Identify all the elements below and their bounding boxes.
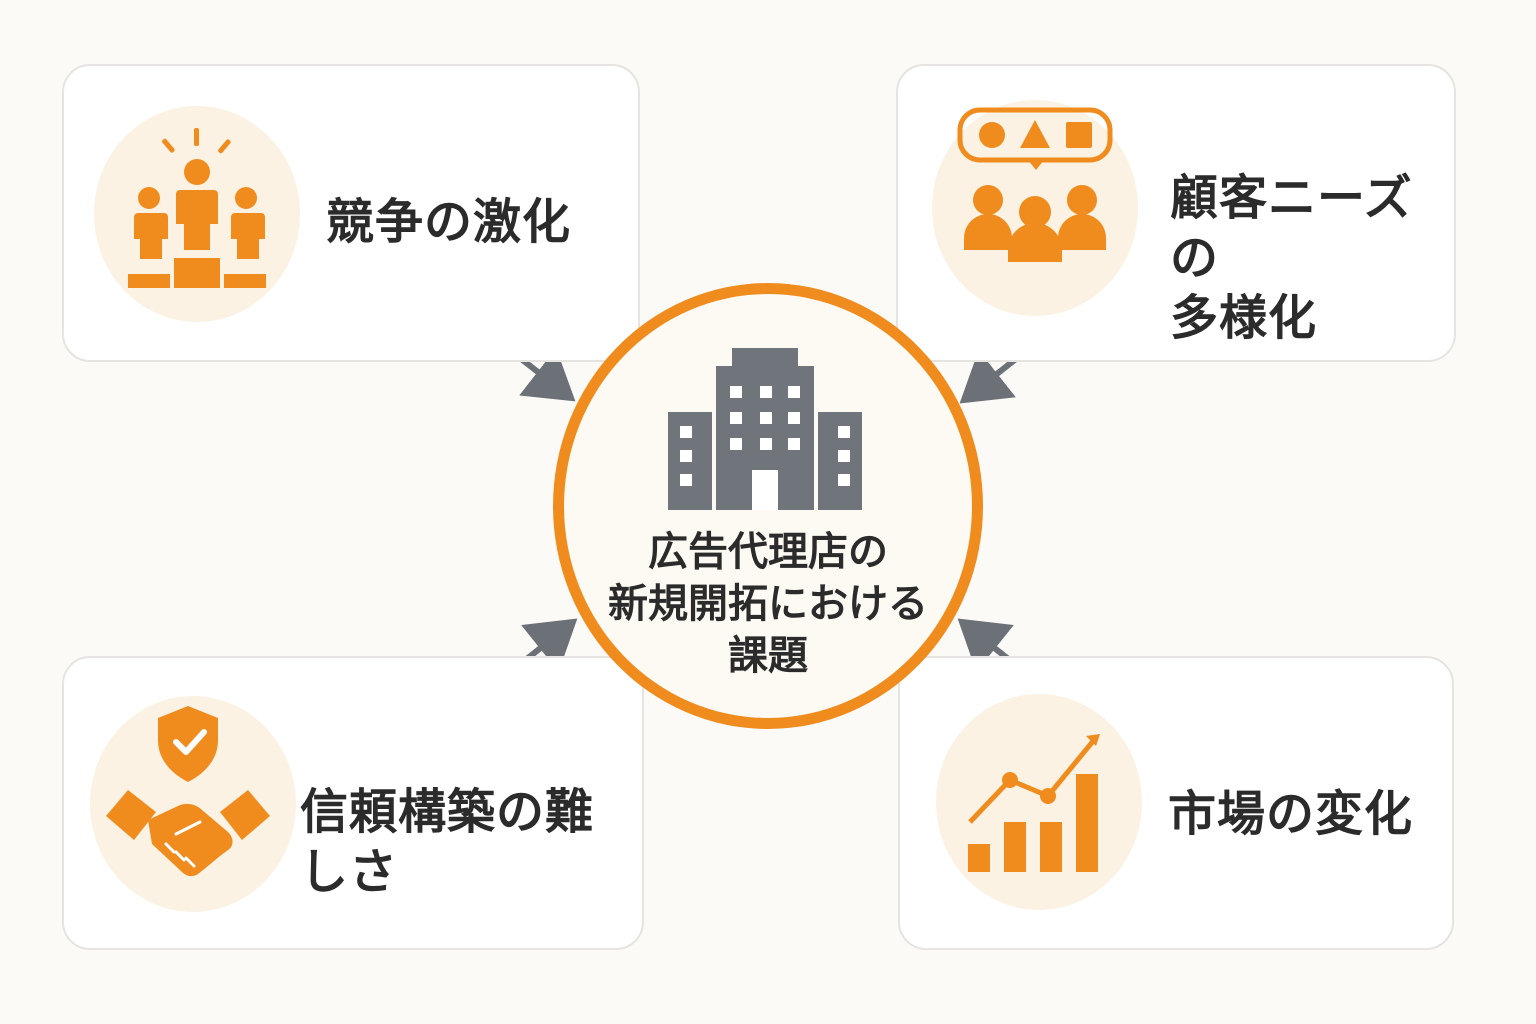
- handshake-shield-icon: [90, 696, 296, 912]
- competition-podium-icon: [94, 106, 300, 322]
- challenge-label: 競争の激化: [326, 194, 572, 250]
- diverse-customers-icon: [932, 100, 1138, 316]
- challenge-card-trust-building: 信頼構築の難しさ: [62, 656, 644, 950]
- challenge-label: 信頼構築の難しさ: [300, 784, 595, 900]
- challenge-label: 市場の変化: [1168, 786, 1414, 842]
- challenge-card-competition: 競争の激化: [62, 64, 640, 362]
- challenge-card-customer-needs: 顧客ニーズの 多様化: [896, 64, 1456, 362]
- office-building-icon: [668, 348, 862, 510]
- market-growth-chart-icon: [936, 694, 1142, 910]
- challenge-card-market-change: 市場の変化: [898, 656, 1454, 950]
- center-title: 広告代理店の 新規開拓における 課題: [608, 529, 928, 679]
- challenge-label: 顧客ニーズの 多様化: [1170, 170, 1413, 346]
- center-topic-circle: 広告代理店の 新規開拓における 課題: [553, 283, 983, 729]
